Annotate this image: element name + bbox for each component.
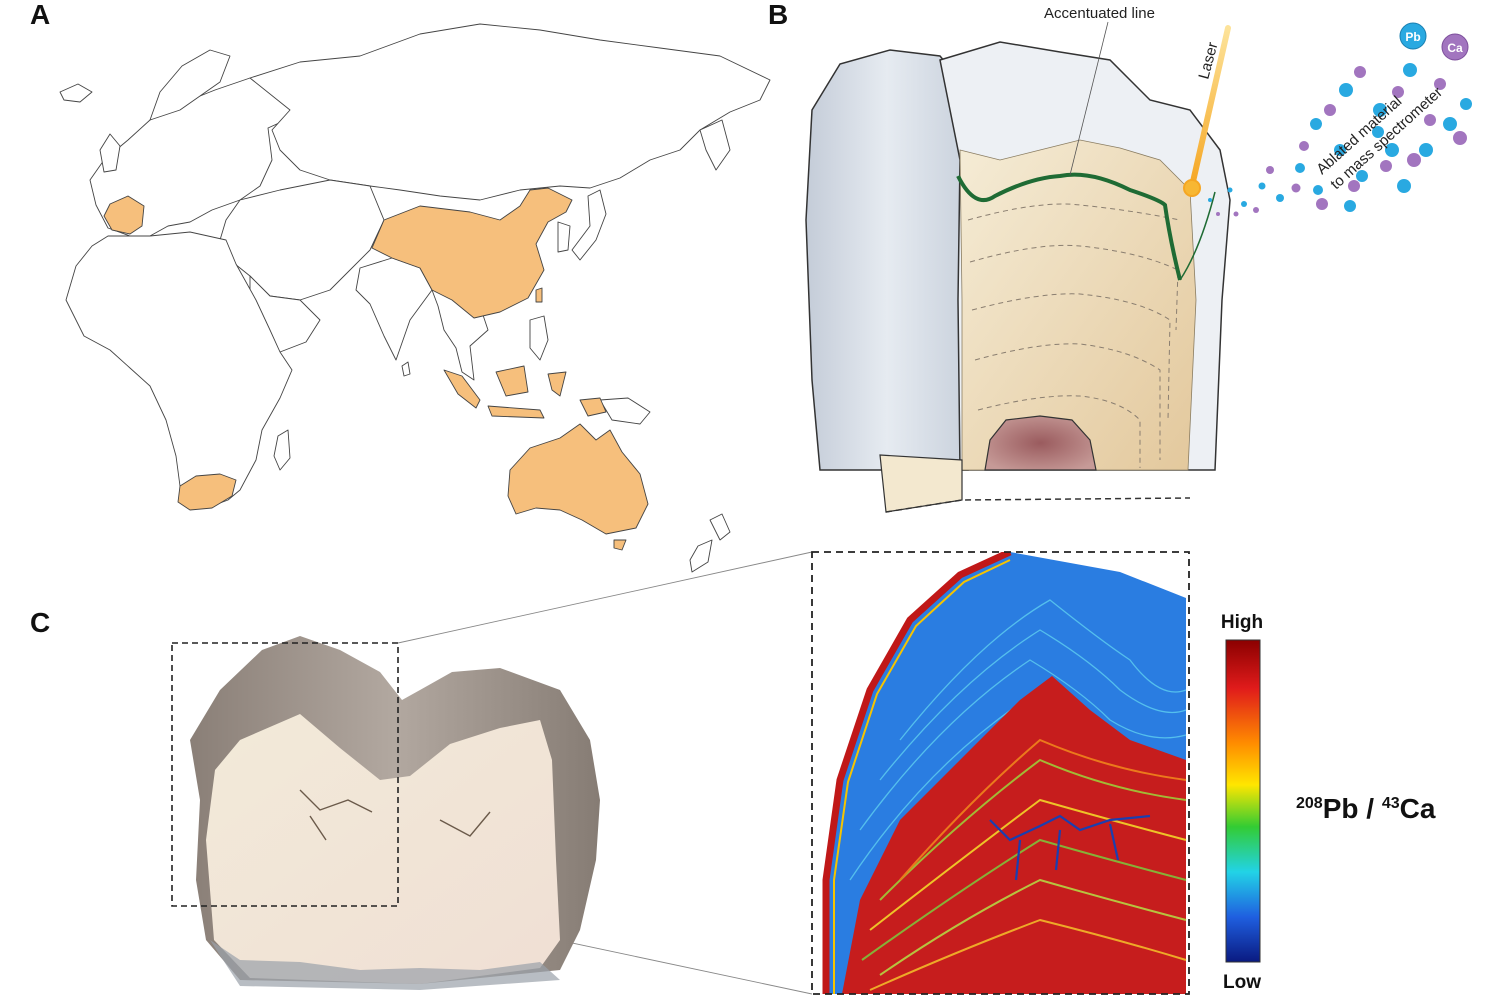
map-png xyxy=(599,397,651,425)
tooth-cut-edge xyxy=(885,497,1191,513)
ca-particles xyxy=(1216,66,1467,217)
scale-high-label: High xyxy=(1221,612,1263,633)
pb-badge-circle xyxy=(1399,22,1427,50)
map-dentin-crack xyxy=(989,814,1151,881)
photo-crack xyxy=(299,789,491,841)
map-madagascar xyxy=(273,429,291,471)
map-tasmania xyxy=(613,539,627,551)
map-australia xyxy=(507,423,649,535)
ratio-ca-symbol: Ca xyxy=(1400,793,1436,824)
ca-badge-text: Ca xyxy=(1447,41,1463,55)
accentuated-line xyxy=(956,172,1182,281)
pb-badge-text: Pb xyxy=(1405,30,1420,44)
map-south-africa xyxy=(177,473,237,511)
ratio-ca-mass: 43 xyxy=(1382,795,1400,812)
ratio-pb-symbol: Pb / xyxy=(1323,793,1382,824)
map-indonesia xyxy=(443,365,607,419)
panel-a-letter: A xyxy=(30,0,50,30)
photo-dentin xyxy=(206,714,560,984)
map-kamchatka xyxy=(699,119,731,171)
map-dentin-speckle xyxy=(861,738,1187,991)
accentuated-line-leader xyxy=(1069,21,1109,176)
map-france xyxy=(103,195,145,235)
laser-spot xyxy=(1183,179,1201,197)
panel-c-letter: C xyxy=(30,607,50,638)
incremental-lines xyxy=(967,203,1181,468)
photo-zoom-box xyxy=(171,642,399,907)
map-japan xyxy=(571,189,607,261)
map-zoom-box xyxy=(811,551,1190,995)
enamel-outer xyxy=(805,49,969,471)
scale-low-label: Low xyxy=(1223,972,1261,993)
map-russia xyxy=(249,23,771,201)
tooth-photograph xyxy=(190,636,600,990)
ca-badge-circle xyxy=(1441,33,1469,61)
panel-b-letter: B xyxy=(768,0,788,30)
map-enamel-rim-yellow xyxy=(833,559,1011,994)
photo-root-stain xyxy=(210,940,560,990)
tooth-schematic: Accentuated line Laser xyxy=(805,5,1231,513)
map-africa xyxy=(65,231,293,507)
map-enamel-rim xyxy=(822,552,1012,994)
map-china xyxy=(371,187,573,319)
map-taiwan xyxy=(535,287,543,303)
map-new-zealand xyxy=(689,513,731,573)
ratio-label: 208Pb / 43Ca xyxy=(1296,793,1436,824)
highlighted-countries xyxy=(103,187,649,551)
ratio-pb-mass: 208 xyxy=(1296,795,1323,812)
map-india xyxy=(355,257,433,361)
pb-particles xyxy=(1208,63,1472,212)
accentuated-line-label: Accentuated line xyxy=(1044,5,1155,22)
dentin-block xyxy=(959,139,1197,471)
elemental-map xyxy=(812,552,1189,994)
ablation-plume: Pb Ca Ablated material to mass spectrome… xyxy=(1208,22,1472,217)
color-scale-bar xyxy=(1225,639,1261,963)
pulp-chamber xyxy=(984,415,1097,471)
map-philippines xyxy=(529,315,549,361)
map-uk xyxy=(99,133,121,173)
dentin-side-face xyxy=(879,454,963,513)
map-iceland xyxy=(59,83,93,103)
map-korea xyxy=(557,221,571,253)
map-sri-lanka xyxy=(401,361,411,377)
laser-beam xyxy=(1189,25,1231,189)
accentuated-line-thin xyxy=(1179,191,1216,281)
world-map xyxy=(59,23,771,573)
map-scandinavia xyxy=(149,49,231,121)
zoom-connector-top xyxy=(397,551,813,644)
